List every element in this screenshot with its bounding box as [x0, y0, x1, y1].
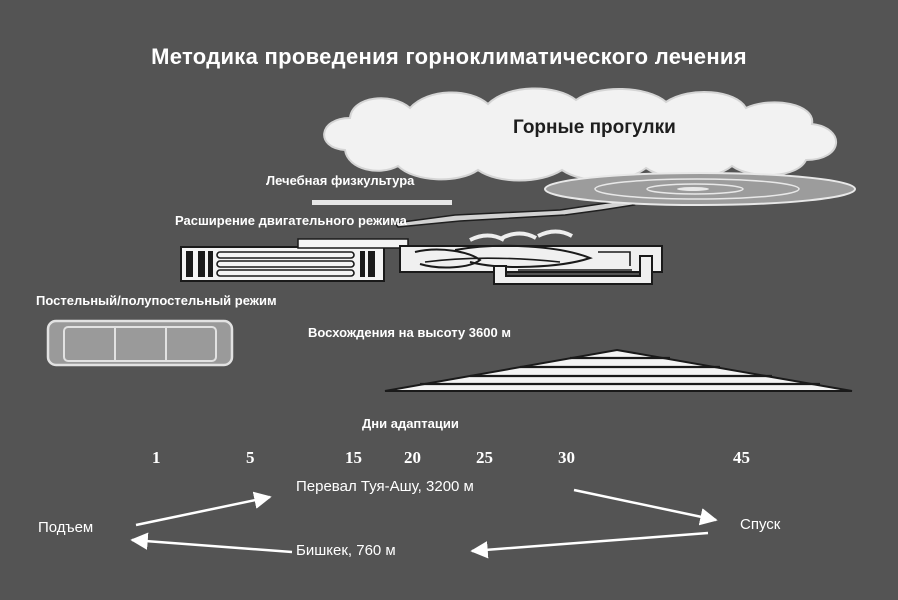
motor-regime-block	[180, 238, 409, 282]
label-mountain-walks: Горные прогулки	[513, 117, 676, 138]
day-label: 45	[733, 448, 750, 467]
label-ascents: Восхождения на высоту 3600 м	[308, 325, 511, 340]
label-pass: Перевал Туя-Ашу, 3200 м	[296, 478, 474, 495]
arrow-pass-to-descent	[573, 488, 718, 526]
cloud-shape	[323, 87, 838, 182]
arrow-bishkek-to-rise	[130, 532, 293, 554]
exercise-therapy-shape	[312, 172, 856, 228]
label-rise: Подъем	[38, 519, 94, 536]
day-label: 15	[345, 448, 362, 467]
day-label: 5	[246, 448, 255, 467]
axis-label: Дни адаптации	[362, 416, 459, 431]
day-label: 1	[152, 448, 161, 467]
day-label: 20	[404, 448, 421, 467]
label-motor-regime: Расширение двигательного режима	[175, 213, 407, 228]
page-title: Методика проведения горноклиматического …	[151, 44, 747, 69]
ascent-triangle	[384, 348, 853, 392]
arrow-descent-to-bishkek	[470, 531, 709, 559]
label-descent: Спуск	[740, 516, 781, 533]
route-arrows	[130, 488, 718, 559]
motor-regime-swirl	[399, 229, 663, 285]
label-bishkek: Бишкек, 760 м	[296, 542, 396, 559]
label-bed-regime: Постельный/полупостельный режим	[36, 293, 277, 308]
sofa-shape	[46, 319, 234, 367]
day-label: 30	[558, 448, 575, 467]
arrow-rise-to-pass	[135, 491, 272, 527]
day-label: 25	[476, 448, 493, 467]
label-exercise-therapy: Лечебная физкультура	[266, 173, 415, 188]
